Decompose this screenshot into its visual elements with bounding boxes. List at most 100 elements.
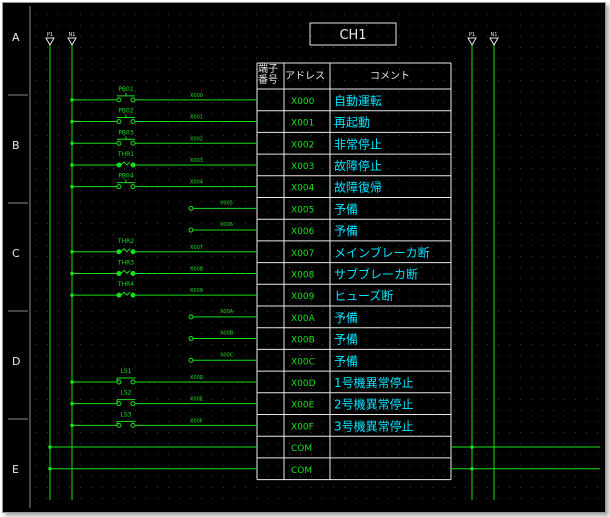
grid-dot [245,476,246,477]
grid-dot [465,124,466,125]
grid-dot [509,113,510,114]
wire-label: X003 [190,158,203,164]
grid-dot [80,476,81,477]
grid-dot [509,333,510,334]
grid-dot [564,344,565,345]
grid-dot [553,14,554,15]
grid-dot [146,168,147,169]
grid-dot [520,421,521,422]
grid-dot [234,498,235,499]
grid-dot [102,432,103,433]
io-comment: 再起動 [334,116,370,130]
grid-dot [300,91,301,92]
grid-dot [564,256,565,257]
grid-dot [36,388,37,389]
grid-dot [113,410,114,411]
grid-dot [168,344,169,345]
grid-dot [168,14,169,15]
grid-dot [135,36,136,37]
grid-dot [355,157,356,158]
grid-dot [597,179,598,180]
wire-label: X005 [220,200,233,206]
grid-dot [91,14,92,15]
grid-dot [542,344,543,345]
grid-dot [553,135,554,136]
grid-dot [179,410,180,411]
grid-dot [586,36,587,37]
grid-dot [311,212,312,213]
grid-dot [190,47,191,48]
io-address: X009 [291,292,315,302]
grid-dot [421,267,422,268]
grid-dot [300,14,301,15]
grid-dot [344,311,345,312]
grid-dot [69,14,70,15]
grid-dot [135,212,136,213]
io-comment: 予備 [334,353,358,368]
grid-dot [267,454,268,455]
wire-label: X000 [190,93,203,99]
thermal-element [120,291,131,296]
grid-dot [300,234,301,235]
grid-dot [432,267,433,268]
grid-dot [366,311,367,312]
grid-dot [69,267,70,268]
grid-dot [69,157,70,158]
grid-dot [377,256,378,257]
grid-dot [223,201,224,202]
grid-dot [520,146,521,147]
grid-dot [476,399,477,400]
grid-dot [212,91,213,92]
grid-dot [366,179,367,180]
grid-dot [300,344,301,345]
grid-dot [509,146,510,147]
grid-dot [399,289,400,290]
grid-dot [333,80,334,81]
grid-dot [487,333,488,334]
grid-dot [465,36,466,37]
grid-dot [289,14,290,15]
grid-dot [223,14,224,15]
grid-dot [421,91,422,92]
grid-dot [476,91,477,92]
grid-dot [212,102,213,103]
grid-dot [432,498,433,499]
grid-dot [531,179,532,180]
grid-dot [421,421,422,422]
io-comment: メインブレーカ断 [334,245,430,260]
grid-dot [113,355,114,356]
grid-dot [267,14,268,15]
grid-dot [223,443,224,444]
grid-dot [355,256,356,257]
grid-dot [498,465,499,466]
grid-dot [146,399,147,400]
grid-dot [322,476,323,477]
grid-dot [377,377,378,378]
grid-dot [47,113,48,114]
grid-dot [300,124,301,125]
grid-dot [432,388,433,389]
grid-dot [586,267,587,268]
channel-title-box: CH1 [309,22,397,46]
grid-dot [179,355,180,356]
grid-dot [157,355,158,356]
grid-dot [322,443,323,444]
grid-dot [487,190,488,191]
grid-dot [509,135,510,136]
bus-terminal-triangle [45,37,55,47]
grid-dot [344,47,345,48]
grid-dot [124,190,125,191]
grid-dot [212,399,213,400]
grid-dot [69,201,70,202]
grid-dot [223,322,224,323]
grid-dot [586,124,587,125]
grid-dot [432,157,433,158]
grid-dot [113,212,114,213]
grid-dot [410,487,411,488]
grid-dot [443,124,444,125]
grid-dot [69,190,70,191]
grid-dot [454,245,455,246]
grid-dot [80,300,81,301]
grid-dot [575,355,576,356]
grid-dot [322,311,323,312]
